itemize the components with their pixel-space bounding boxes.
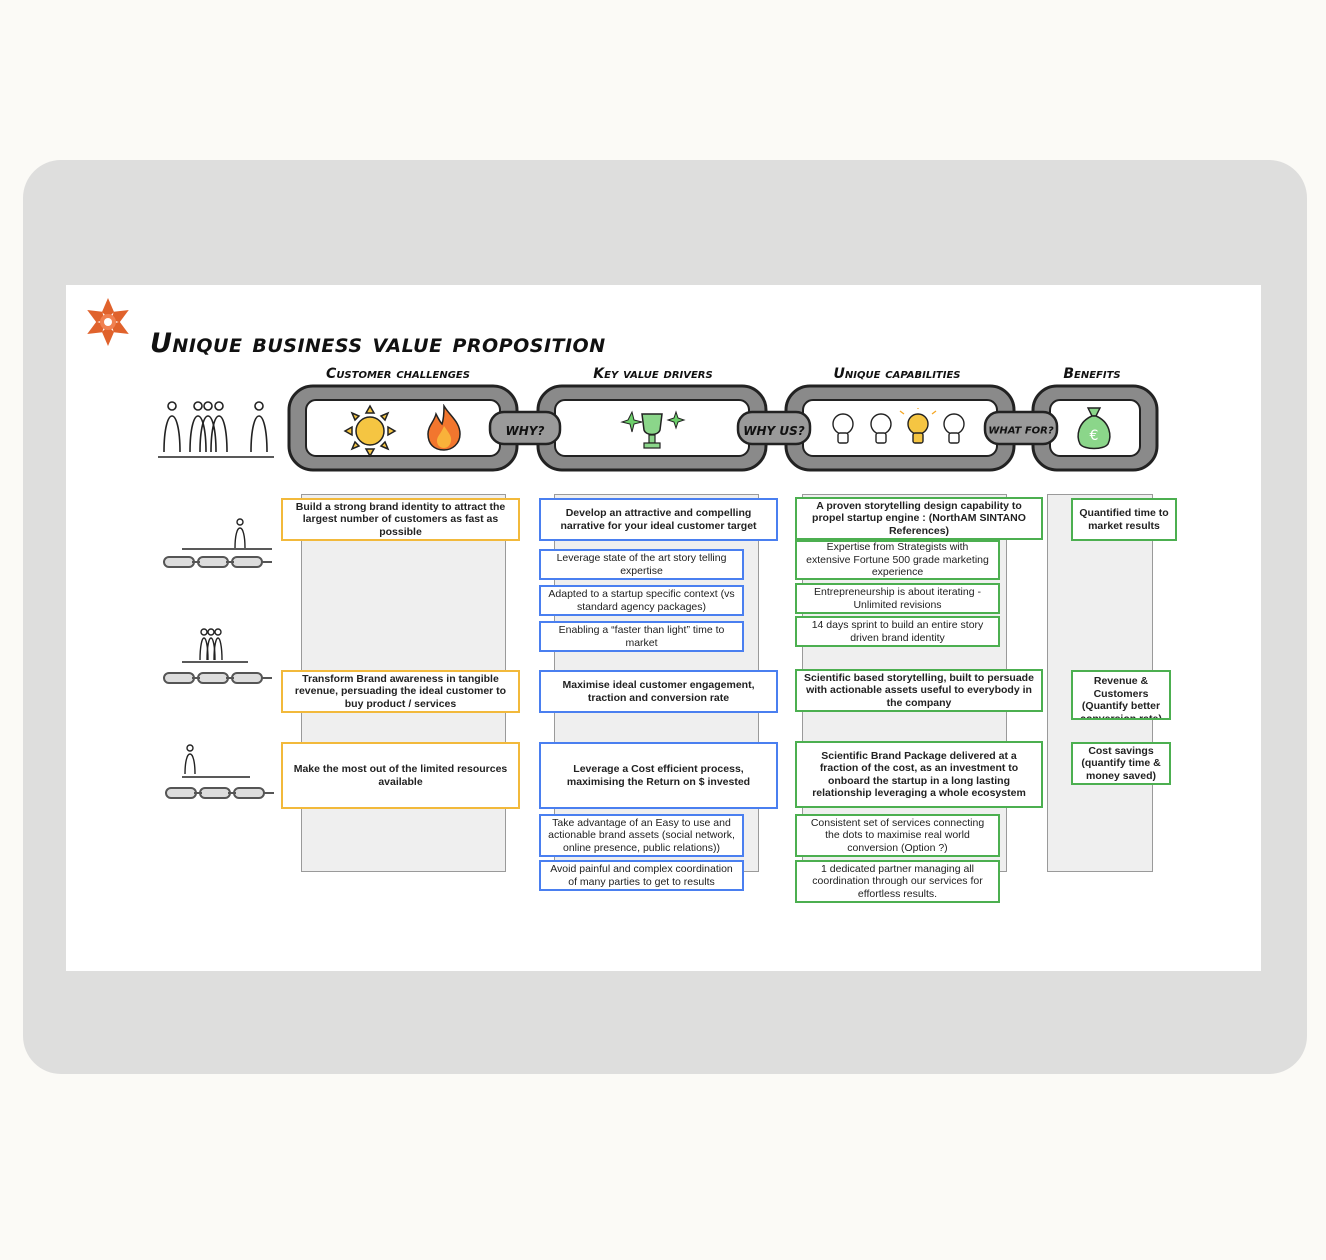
capability-card: 1 dedicated partner managing all coordin… xyxy=(795,860,1000,903)
challenge-card: Transform Brand awareness in tangible re… xyxy=(281,670,520,713)
capability-card: Expertise from Strategists with extensiv… xyxy=(795,540,1000,580)
header-benefits: Benefits xyxy=(1063,366,1121,382)
capability-card: Scientific Brand Package delivered at a … xyxy=(795,741,1043,808)
header-challenges: Customer challenges xyxy=(326,366,470,382)
link-why-us: WHY US? xyxy=(743,424,805,438)
capability-card: Entrepreneurship is about iterating - Un… xyxy=(795,583,1000,614)
capability-card: Scientific based storytelling, built to … xyxy=(795,669,1043,712)
lightbulb-icon xyxy=(832,408,965,444)
person-icon xyxy=(182,518,272,550)
link-what-for: WHAT FOR? xyxy=(988,425,1054,437)
chain-icon xyxy=(163,556,272,568)
benefit-card: Quantified time to market results xyxy=(1071,498,1177,541)
challenge-card: Build a strong brand identity to attract… xyxy=(281,498,520,541)
header-capabilities: Unique capabilities xyxy=(833,366,961,382)
driver-card: Take advantage of an Easy to use and act… xyxy=(539,814,744,857)
capability-card: 14 days sprint to build an entire story … xyxy=(795,616,1000,647)
trophy-icon xyxy=(620,410,686,449)
driver-card: Adapted to a startup specific context (v… xyxy=(539,585,744,616)
money-bag-icon: € xyxy=(1077,407,1111,450)
svg-text:€: € xyxy=(1090,428,1099,444)
driver-card: Develop an attractive and compelling nar… xyxy=(539,498,778,541)
benefit-card: Cost savings (quantify time & money save… xyxy=(1071,742,1171,785)
driver-card: Enabling a “faster than light” time to m… xyxy=(539,621,744,652)
logo-star-icon xyxy=(87,298,129,346)
link-why: WHY? xyxy=(505,424,545,438)
people-group-icon xyxy=(158,401,274,458)
sun-icon xyxy=(343,404,397,458)
page-title: Unique business value proposition xyxy=(150,328,606,359)
chain-icon xyxy=(163,672,272,684)
person-icon xyxy=(182,744,250,778)
driver-card: Maximise ideal customer engagement, trac… xyxy=(539,670,778,713)
person-pair-icon xyxy=(182,628,248,663)
fire-icon xyxy=(427,404,461,451)
header-drivers: Key value drivers xyxy=(593,366,713,382)
benefit-card: Revenue & Customers (Quantify better con… xyxy=(1071,670,1171,720)
driver-card: Leverage a Cost efficient process, maxim… xyxy=(539,742,778,809)
challenge-card: Make the most out of the limited resourc… xyxy=(281,742,520,809)
driver-card: Avoid painful and complex coordination o… xyxy=(539,860,744,891)
capability-card: A proven storytelling design capability … xyxy=(795,497,1043,540)
chain-icon xyxy=(165,787,274,799)
driver-card: Leverage state of the art story telling … xyxy=(539,549,744,580)
capability-card: Consistent set of services connecting th… xyxy=(795,814,1000,857)
